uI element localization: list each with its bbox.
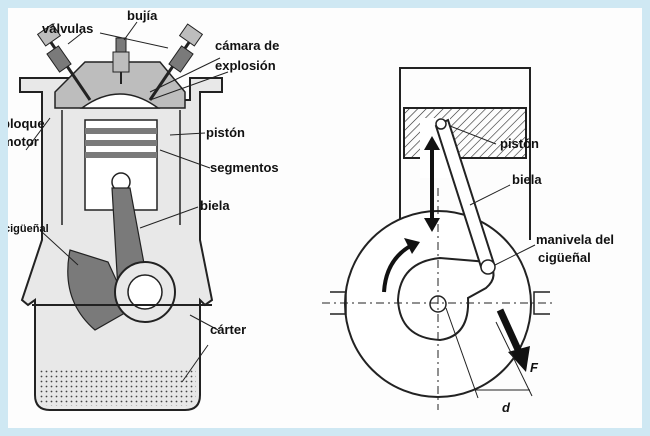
engine-diagrams-svg: válvulas bujía cámara de explosión bloqu… [8, 8, 614, 415]
label-biela-right: biela [512, 172, 542, 187]
wrist-pin [435, 118, 447, 130]
label-bujia: bujía [127, 8, 158, 23]
label-piston-left: pistón [206, 125, 245, 140]
spark-plug [112, 37, 130, 84]
combustion-chamber [79, 93, 161, 109]
piston-travel-arrow [424, 136, 440, 232]
distance-marker [445, 307, 533, 399]
piston-ring-2 [85, 140, 157, 146]
label-piston-right: pistón [500, 136, 539, 151]
label-carter: cárter [210, 322, 246, 337]
piston-ring-3 [85, 152, 157, 158]
label-bloque-2: motor [8, 134, 39, 149]
valve-left [36, 23, 92, 101]
label-manivela-1: manivela del [536, 232, 614, 247]
left-leader-lines [25, 21, 229, 383]
oil-pan [32, 304, 212, 406]
crank-pin [480, 259, 496, 275]
label-manivela-2: cigüeñal [538, 250, 591, 265]
label-segmentos: segmentos [210, 160, 279, 175]
valve-right [148, 23, 204, 101]
crankshaft-left [67, 249, 176, 331]
label-biela-left: biela [200, 198, 230, 213]
crank-web [396, 256, 495, 342]
label-camara-1: cámara de [215, 38, 279, 53]
label-valvulas: válvulas [42, 21, 93, 36]
cylinder-walls [399, 67, 531, 240]
label-force: F [530, 360, 539, 375]
slider-crank-schematic: pistón biela manivela del cigüeñal F d [322, 67, 614, 415]
label-ciguenal: cigüeñal [8, 223, 49, 235]
force-arrow [496, 308, 530, 372]
label-bloque-1: bloque [8, 116, 45, 131]
engine-cross-section: válvulas bujía cámara de explosión bloqu… [8, 8, 279, 411]
right-leader-lines [449, 125, 536, 266]
label-distance: d [502, 400, 511, 415]
piston-ring-1 [85, 128, 157, 134]
diagram-canvas: válvulas bujía cámara de explosión bloqu… [8, 8, 642, 428]
label-camara-2: explosión [215, 58, 276, 73]
